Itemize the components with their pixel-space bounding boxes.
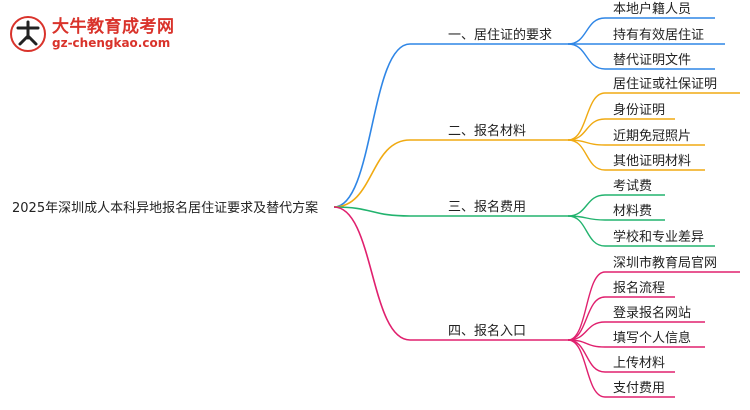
branch-fees-child-label: 学校和专业差异 xyxy=(613,229,704,245)
branch-residence-permit-child-label: 本地户籍人员 xyxy=(613,1,691,17)
branch-residence-permit-child-connector xyxy=(567,43,606,70)
branch-entry-child-label: 深圳市教育局官网 xyxy=(613,255,717,271)
branch-fees-child-connector xyxy=(567,194,606,217)
branch-fees-child-label: 考试费 xyxy=(613,179,652,194)
branch-residence-permit-connector xyxy=(333,43,411,208)
branch-residence-permit-child-label: 持有有效居住证 xyxy=(613,28,704,43)
branch-materials-child-label: 居住证或社保证明 xyxy=(613,76,717,92)
branch-materials-child-label: 身份证明 xyxy=(613,102,665,118)
branch-materials-child-connector xyxy=(567,92,606,141)
branch-materials-child-label: 近期免冠照片 xyxy=(613,129,691,144)
site-logo: 大牛教育成考网 gz-chengkao.com xyxy=(8,10,178,58)
branch-materials-child-connector xyxy=(567,118,606,141)
branch-fees-label: 三、报名费用 xyxy=(448,199,526,215)
branch-entry-child-label: 报名流程 xyxy=(613,280,665,296)
logo-mark-icon xyxy=(10,16,46,52)
logo-name: 大牛教育成考网 xyxy=(52,17,175,37)
branch-entry-child-connector xyxy=(567,339,606,398)
branch-residence-permit-child-connector xyxy=(567,17,606,45)
branch-entry-child-label: 填写个人信息 xyxy=(613,330,691,346)
branch-entry-label: 四、报名入口 xyxy=(448,323,526,339)
branch-entry-child-connector xyxy=(567,271,606,341)
branch-fees-child-connector xyxy=(567,215,606,247)
branch-residence-permit-label: 一、居住证的要求 xyxy=(448,27,552,43)
branch-entry-child-label: 登录报名网站 xyxy=(613,305,691,321)
branch-fees-child-label: 材料费 xyxy=(613,204,652,219)
branch-materials-label: 二、报名材料 xyxy=(448,123,526,139)
branch-entry-child-label: 上传材料 xyxy=(613,356,665,371)
branch-entry-connector xyxy=(333,206,411,341)
branch-materials-connector xyxy=(333,139,411,208)
branch-residence-permit-child-label: 替代证明文件 xyxy=(613,53,691,68)
branch-materials-child-label: 其他证明材料 xyxy=(613,154,691,169)
branch-entry-child-label: 支付费用 xyxy=(613,381,665,396)
branch-fees-connector xyxy=(333,206,411,217)
branch-materials-child-connector xyxy=(567,139,606,171)
logo-url: gz-chengkao.com xyxy=(52,36,171,50)
root-topic: 2025年深圳成人本科异地报名居住证要求及替代方案 xyxy=(12,200,318,216)
